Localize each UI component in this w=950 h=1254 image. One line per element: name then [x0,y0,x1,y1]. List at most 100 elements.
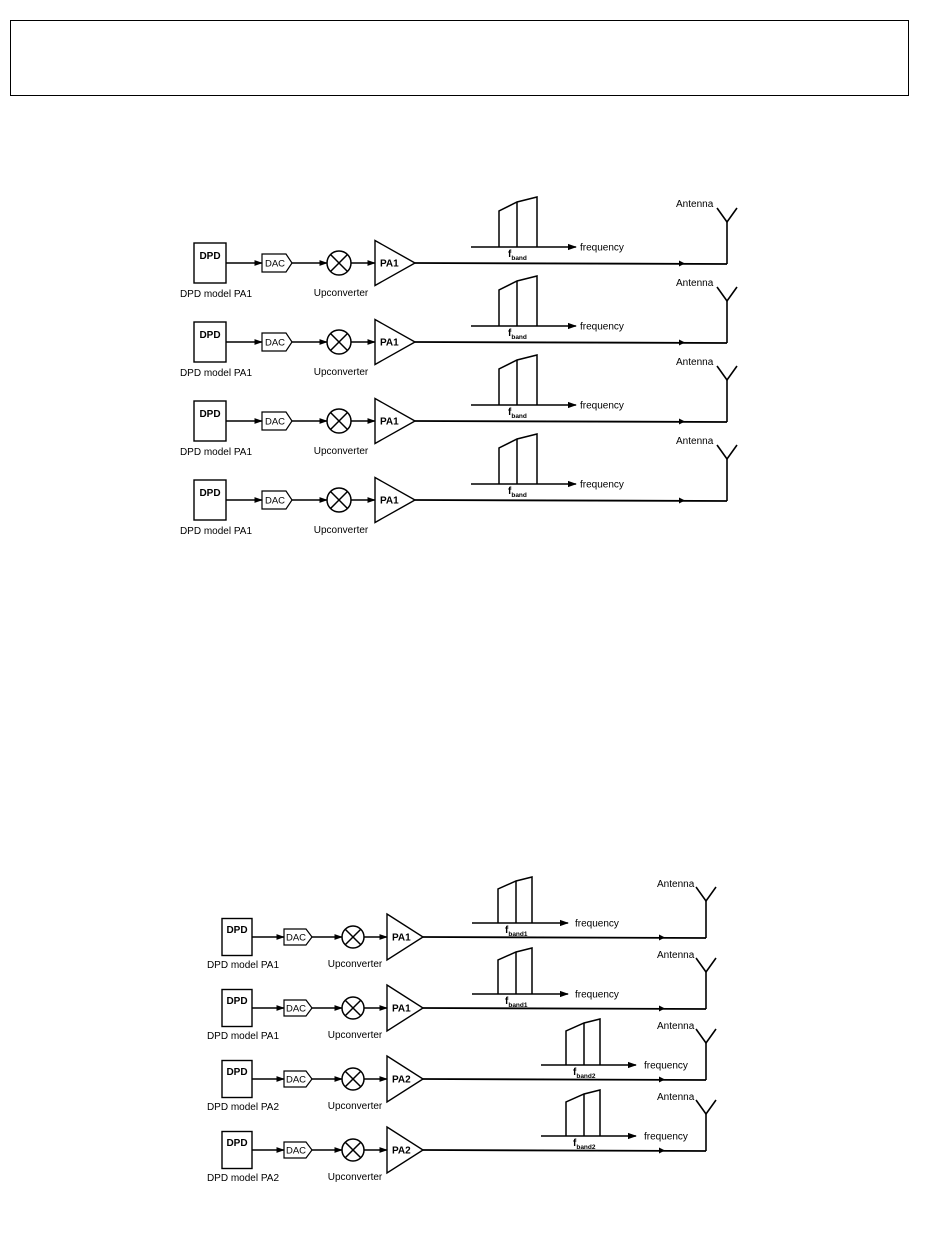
dpd-model-label: DPD model PA2 [207,1173,280,1184]
frequency-label: frequency [580,401,624,412]
pa-amplifier [374,397,417,445]
mixer-cross [344,1141,362,1159]
feed-arrow [659,1076,665,1083]
feed-arrow [679,418,685,425]
upconverter-label: Upconverter [328,1101,383,1112]
dac-block [283,1070,313,1088]
feed-line [422,936,707,939]
spectrum-shape [498,354,538,405]
antenna-label: Antenna [676,357,714,368]
band-label: fband [508,249,527,262]
mixer-cross [344,1070,362,1088]
spectrum-inset: frequency fband [471,354,624,420]
upconverter-label: Upconverter [314,288,369,299]
dac-block [283,1141,313,1159]
band-subscript: band [511,255,527,262]
band-subscript: band2 [576,1144,596,1151]
upconverter-label: Upconverter [328,1030,383,1041]
band-label: fband [508,407,527,420]
dpd-label: DPD [199,488,220,499]
antenna-icon [716,365,738,382]
dpd-label: DPD [226,996,247,1007]
feed-line [422,1007,707,1010]
dpd-label: DPD [226,1067,247,1078]
pa-amplifier [374,318,417,366]
antenna-label: Antenna [676,199,714,210]
dpd-label: DPD [226,925,247,936]
band-label: fband [508,328,527,341]
dac-label: DAC [265,417,285,428]
antenna-icon [716,444,738,461]
antenna-label: Antenna [657,879,695,890]
band-label: fband1 [505,925,528,938]
feed-arrow [679,339,685,346]
spectrum-inset: frequency fband1 [472,947,619,1009]
pa-amplifier [374,239,417,287]
spectrum-inset: frequency fband [471,275,624,341]
dpd-block [193,321,227,363]
feed-line [414,499,728,502]
frequency-label: frequency [644,1132,688,1143]
pa-amplifier [374,476,417,524]
upconverter-label: Upconverter [328,1172,383,1183]
pa-label: PA1 [380,417,399,428]
mixer-cross [344,999,362,1017]
dac-block [283,928,313,946]
antenna-label: Antenna [676,278,714,289]
pa-label: PA1 [392,1004,411,1015]
dpd-model-label: DPD model PA1 [180,368,253,379]
feed-line [414,262,728,265]
pa-label: PA2 [392,1146,411,1157]
spectrum-shape [498,433,538,484]
dpd-model-label: DPD model PA1 [180,526,253,537]
feed-line [414,341,728,344]
antenna-icon [695,1099,717,1116]
dac-label: DAC [286,1075,306,1086]
spectrum-shape [498,196,538,247]
mixer-cross [329,411,349,431]
band-label: fband1 [505,996,528,1009]
pa-label: PA1 [380,496,399,507]
antenna-label: Antenna [657,950,695,961]
feed-line [422,1149,707,1152]
dac-block [261,253,293,273]
antenna-icon [716,286,738,303]
feed-line [422,1078,707,1081]
feed-arrow [659,934,665,941]
dpd-model-label: DPD model PA1 [207,1031,280,1042]
pa-label: PA1 [380,338,399,349]
dpd-label: DPD [199,251,220,262]
antenna-label: Antenna [676,436,714,447]
antenna-label: Antenna [657,1092,695,1103]
frequency-label: frequency [580,322,624,333]
dpd-block [193,479,227,521]
spectrum-shape [565,1089,601,1136]
pa-amplifier [386,1054,425,1104]
dpd-label: DPD [199,409,220,420]
band-subscript: band [511,334,527,341]
dpd-block [193,400,227,442]
dac-block [261,332,293,352]
pa-label: PA1 [380,259,399,270]
spectrum-shape [498,275,538,326]
dpd-model-label: DPD model PA2 [207,1102,280,1113]
feed-arrow [679,260,685,267]
dac-block [283,999,313,1017]
dac-label: DAC [286,1146,306,1157]
feed-arrow [659,1005,665,1012]
pa-amplifier [386,983,425,1033]
dpd-model-label: DPD model PA1 [207,960,280,971]
band-label: fband2 [573,1067,596,1080]
frequency-label: frequency [575,990,619,1001]
spectrum-shape [565,1018,601,1065]
